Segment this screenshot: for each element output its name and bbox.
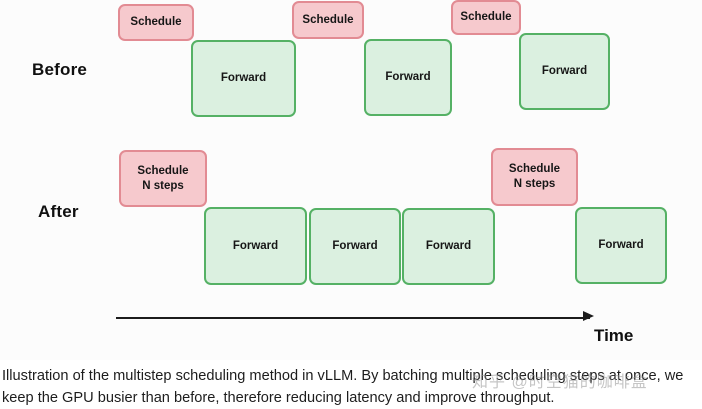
forward-block-before-4: Forward (364, 39, 452, 116)
figure-caption: Illustration of the multistep scheduling… (0, 362, 702, 409)
forward-block-after-4: Forward (402, 208, 495, 285)
schedule-block-before-3: Schedule (292, 1, 364, 39)
row-label-after: After (38, 202, 79, 221)
forward-block-before-6: Forward (519, 33, 610, 110)
schedule-block-before-5: Schedule (451, 0, 521, 35)
time-axis-line (116, 317, 590, 319)
row-label-before: Before (32, 60, 88, 79)
forward-block-before-2: Forward (191, 40, 296, 117)
time-axis-arrowhead-icon (583, 311, 594, 321)
forward-block-after-3: Forward (309, 208, 401, 285)
time-axis-label: Time (594, 326, 634, 345)
schedule-block-before-1: Schedule (118, 4, 194, 41)
schedule-block-after-1: Schedule N steps (119, 150, 207, 207)
forward-block-after-6: Forward (575, 207, 667, 284)
forward-block-after-2: Forward (204, 207, 307, 285)
schedule-block-after-5: Schedule N steps (491, 148, 578, 206)
